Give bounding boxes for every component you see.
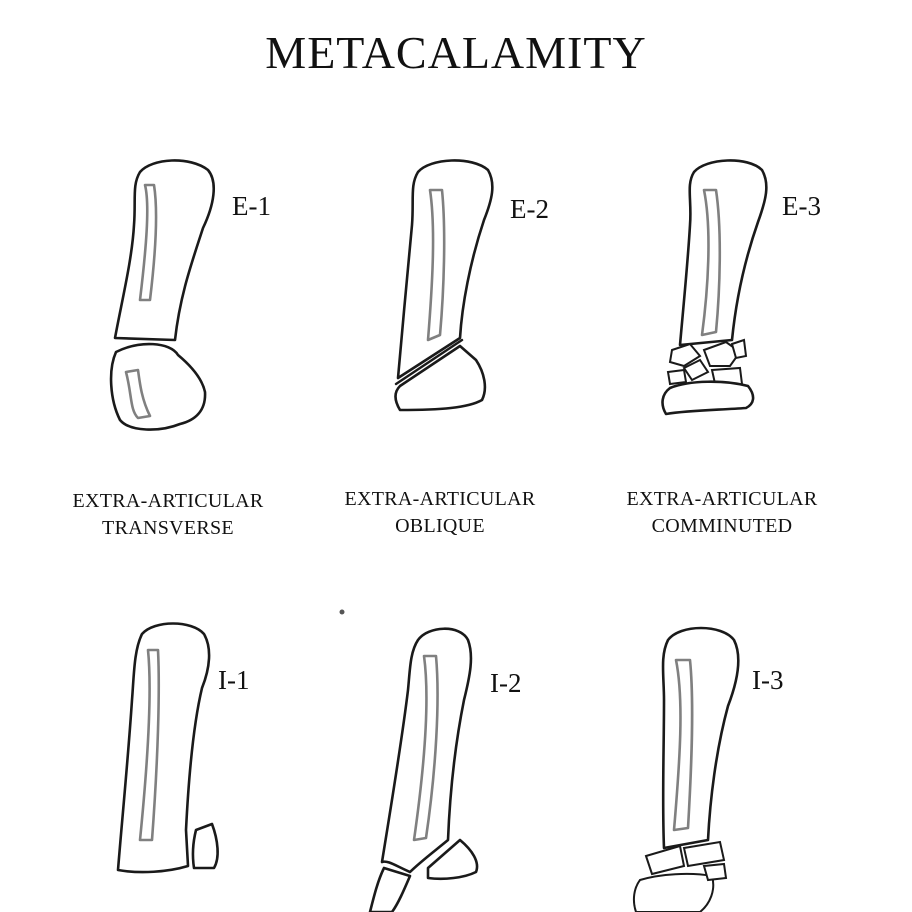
bone-e2-distal <box>394 344 487 412</box>
caption-e1: EXTRA-ARTICULAR TRANSVERSE <box>38 488 298 542</box>
bone-i1-fragment <box>191 822 219 870</box>
bone-i3-shaft <box>661 626 740 850</box>
bone-i2-shaft <box>380 627 473 874</box>
bone-e2-proximal <box>396 159 494 380</box>
caption-e3-line2: COMMINUTED <box>651 515 793 537</box>
code-e3: E-3 <box>782 191 821 221</box>
bone-i3-fragments <box>632 840 728 912</box>
bone-i1-shaft <box>116 622 211 874</box>
code-e1: E-1 <box>232 191 271 221</box>
code-i1: I-1 <box>218 665 250 695</box>
code-e2: E-2 <box>510 194 549 224</box>
bone-e3-fragments <box>666 338 748 390</box>
bone-e3-proximal <box>678 159 768 347</box>
code-i2: I-2 <box>490 668 522 698</box>
diagram-title: METACALAMITY <box>265 27 647 78</box>
bone-e1-distal <box>109 342 207 431</box>
caption-e1-line2: TRANSVERSE <box>102 517 234 539</box>
caption-e1-line1: EXTRA-ARTICULAR <box>72 490 264 512</box>
caption-e3-line1: EXTRA-ARTICULAR <box>626 488 818 510</box>
code-i3: I-3 <box>752 665 784 695</box>
stray-mark <box>339 609 345 615</box>
bone-e1-proximal <box>113 159 215 342</box>
caption-e2-line2: OBLIQUE <box>395 515 485 537</box>
bone-i2-fragment-right <box>426 838 479 881</box>
bone-e3-distal <box>661 380 755 416</box>
bone-i2-fragment-left <box>368 866 412 912</box>
caption-e3: EXTRA-ARTICULAR COMMINUTED <box>592 486 852 540</box>
caption-e2: EXTRA-ARTICULAR OBLIQUE <box>310 486 570 540</box>
caption-e2-line1: EXTRA-ARTICULAR <box>344 488 536 510</box>
fracture-line-e2 <box>394 338 464 386</box>
